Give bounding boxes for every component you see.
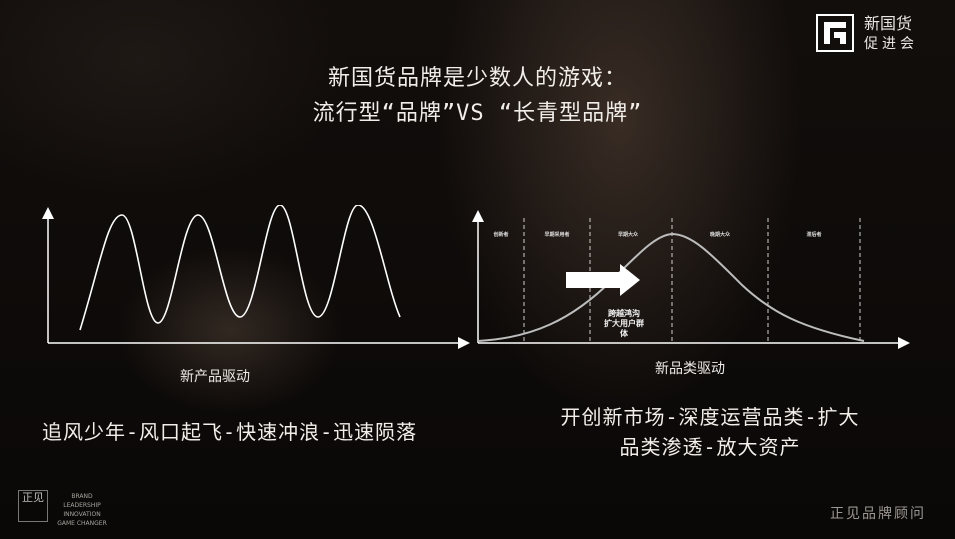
right-chart-caption: 新品类驱动 (655, 361, 725, 377)
square-bracket-logo-icon (816, 14, 854, 52)
brand-tagline: BRAND LEADERSHIP INNOVATION GAME CHANGER (54, 492, 110, 528)
logo-line2: 促进会 (864, 36, 918, 52)
right-slogan-line1: 开创新市场-深度运营品类-扩大 (560, 405, 860, 429)
chasm-arrow-icon (566, 264, 640, 296)
footer-brand-name: 正见品牌顾问 (830, 506, 926, 522)
bell-curve (477, 232, 865, 342)
right-slogan-line2: 品类渗透-放大资产 (619, 435, 801, 459)
segment-label-4: 晚期大众 (710, 231, 730, 238)
tagline-line1: BRAND LEADERSHIP (63, 493, 101, 509)
left-wave-chart (42, 205, 470, 349)
left-slogan: 追风少年-风口起飞-快速冲浪-迅速陨落 (42, 420, 418, 444)
brand-seal: 正见 (18, 490, 48, 522)
segment-label-5: 滞后者 (806, 231, 821, 238)
tagline-line2: INNOVATION (63, 511, 101, 518)
right-slogan: 开创新市场-深度运营品类-扩大 品类渗透-放大资产 (520, 402, 900, 462)
arrow-label-line1: 跨越鸿沟 (608, 308, 640, 318)
segment-label-2: 早期采用者 (544, 231, 569, 238)
right-bell-chart: 创新者 早期采用者 早期大众 晚期大众 滞后者 跨越鸿沟 扩大用户群 体 (472, 210, 910, 349)
tagline-line3: GAME CHANGER (57, 520, 107, 527)
arrow-label-line2: 扩大用户群 (604, 318, 644, 328)
title-line1: 新国货品牌是少数人的游戏： (327, 66, 627, 91)
logo-text: 新国货 促进会 (864, 14, 918, 54)
segment-label-1: 创新者 (492, 231, 508, 238)
title-line2: 流行型“品牌”VS “长青型品牌” (312, 101, 643, 126)
segment-label-3: 早期大众 (618, 231, 638, 238)
left-chart-caption: 新产品驱动 (180, 369, 250, 385)
wave-curve (79, 205, 401, 331)
arrow-label-line3: 体 (620, 328, 629, 338)
logo-line1: 新国货 (864, 14, 913, 33)
